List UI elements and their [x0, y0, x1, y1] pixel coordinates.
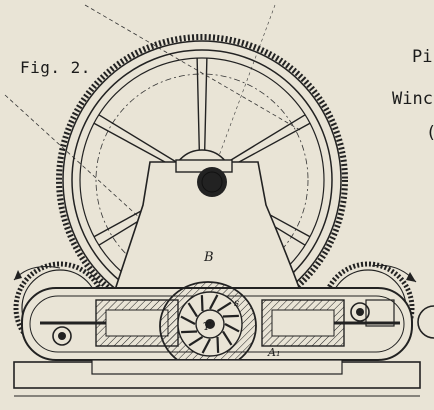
valve-vane [180, 315, 196, 325]
valve-vane [222, 330, 233, 346]
right-text-fragment: Pi [412, 47, 433, 67]
valve-vane [200, 295, 204, 312]
figure-caption: Fig. 2. [20, 58, 91, 77]
valve-vane [216, 336, 220, 353]
label-a1: A₁ [267, 346, 280, 359]
label-s: s [234, 298, 239, 309]
gear-spoke [93, 114, 178, 169]
valve-vane [216, 301, 232, 312]
construction-line [209, 4, 276, 181]
valve-vane [181, 330, 198, 334]
label-t: T [203, 320, 212, 333]
valve-vane [222, 314, 239, 318]
valve-vane [187, 302, 198, 318]
valve-vane [209, 294, 219, 310]
rotary-valve [159, 281, 257, 371]
edge-circle [417, 305, 434, 339]
valve-vane [224, 323, 240, 333]
valve-vane [201, 338, 211, 354]
right-text-fragment: Winc [392, 89, 433, 109]
base-foot [91, 359, 343, 375]
label-b: B [203, 250, 214, 265]
valve-vane [188, 336, 204, 347]
right-text-fragment: ( [426, 123, 434, 143]
gear-spoke [226, 114, 311, 169]
gear-spoke [196, 58, 208, 151]
